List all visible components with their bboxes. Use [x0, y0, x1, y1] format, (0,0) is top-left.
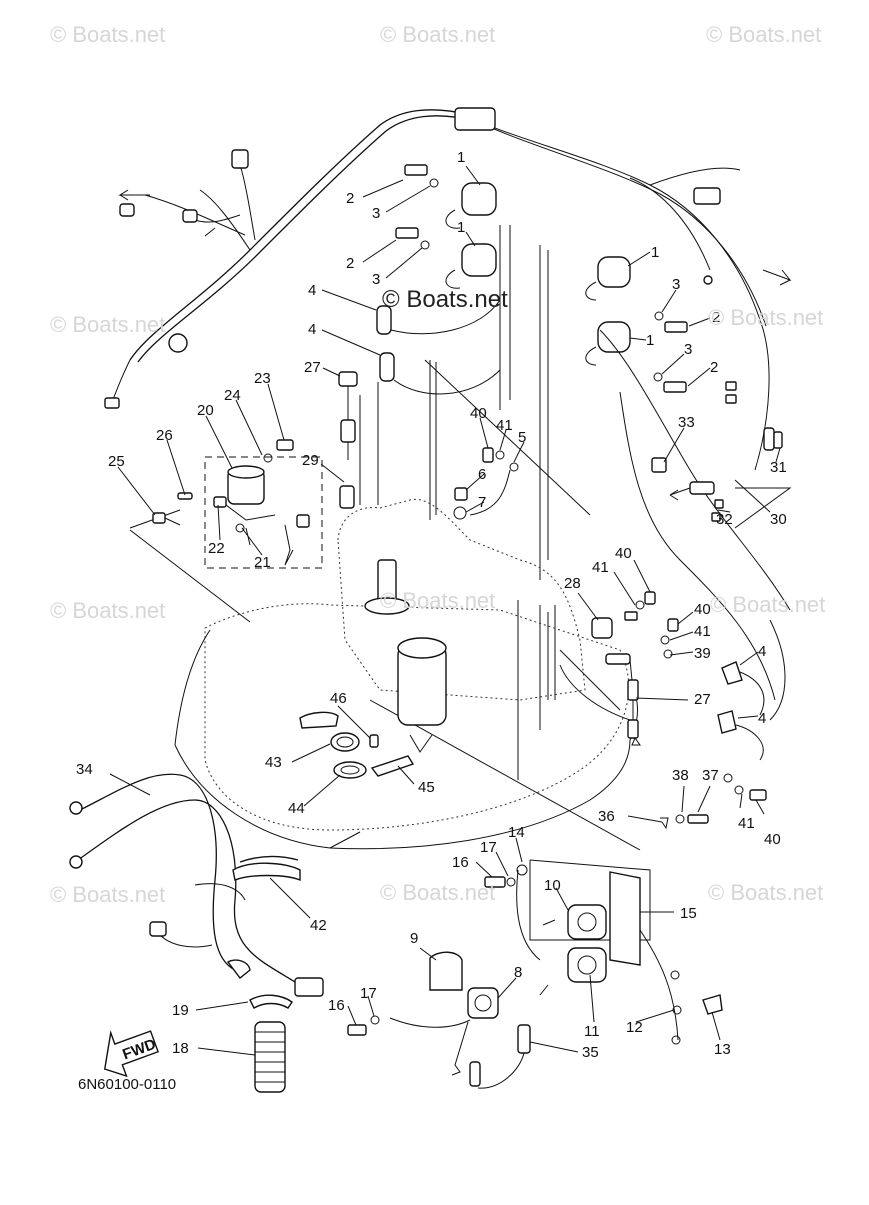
- watermark: © Boats.net: [380, 588, 496, 613]
- callout-2c: 2: [712, 309, 720, 326]
- callout-20: 20: [197, 402, 214, 419]
- callout-10: 10: [544, 877, 561, 894]
- relay-assembly: [152, 439, 310, 566]
- callout-16a: 16: [452, 854, 469, 871]
- callout-19: 19: [172, 1002, 189, 1019]
- callout-1c: 1: [651, 244, 659, 261]
- callout-40b: 40: [615, 545, 632, 562]
- callout-40d: 40: [764, 831, 781, 848]
- callout-11: 11: [584, 1023, 600, 1040]
- callout-30: 30: [770, 511, 787, 528]
- callout-4d: 4: [758, 710, 766, 727]
- callout-3d: 3: [684, 341, 692, 358]
- callout-46: 46: [330, 690, 347, 707]
- callout-4a: 4: [308, 282, 316, 299]
- leader-lines: [109, 165, 781, 1056]
- cable-27-lower: [559, 653, 641, 746]
- watermark: © Boats.net: [50, 882, 166, 907]
- callout-40a: 40: [470, 405, 487, 422]
- callout-26: 26: [156, 427, 173, 444]
- callout-43: 43: [265, 754, 282, 771]
- callout-28: 28: [564, 575, 581, 592]
- callout-2b: 2: [346, 255, 354, 272]
- callout-21: 21: [254, 554, 271, 571]
- callout-37: 37: [702, 767, 719, 784]
- diagram-code: 6N60100-0110: [78, 1076, 177, 1093]
- grommet-group: [299, 711, 415, 779]
- callout-42: 42: [310, 917, 327, 934]
- callout-33: 33: [678, 414, 695, 431]
- callout-38: 38: [672, 767, 689, 784]
- rectifier-relay-block: [347, 864, 723, 1089]
- callout-13: 13: [714, 1041, 731, 1058]
- watermark: © Boats.net: [50, 312, 166, 337]
- callout-1d: 1: [646, 332, 654, 349]
- callout-6: 6: [478, 466, 486, 483]
- callout-12: 12: [626, 1019, 643, 1036]
- spark-plug-caps: [376, 299, 765, 761]
- watermark: © Boats.net: [708, 305, 824, 330]
- ignition-coils: [395, 164, 688, 393]
- clamps-and-spring: [232, 855, 301, 1093]
- watermark: © Boats.net: [380, 880, 496, 905]
- callout-36: 36: [598, 808, 615, 825]
- main-wire-harness: [104, 107, 792, 471]
- callout-29: 29: [302, 452, 319, 469]
- watermark: © Boats.net: [710, 592, 826, 617]
- callout-3a: 3: [372, 205, 380, 222]
- callout-8: 8: [514, 964, 522, 981]
- callout-32: 32: [716, 511, 733, 528]
- callout-24: 24: [224, 387, 241, 404]
- callout-16b: 16: [328, 997, 345, 1014]
- callout-7: 7: [478, 494, 486, 511]
- watermark: © Boats.net: [380, 22, 496, 47]
- callout-39: 39: [694, 645, 711, 662]
- ground-lead-group: [453, 447, 519, 520]
- callout-41b: 41: [592, 559, 609, 576]
- callout-labels: 1 2 3 1 2 3 1 3 2 1 3 2 4 4 27 23 24 20 …: [76, 149, 787, 1061]
- callout-18: 18: [172, 1040, 189, 1057]
- callout-4c: 4: [758, 643, 766, 660]
- callout-15: 15: [680, 905, 697, 922]
- starter-motor: [364, 559, 447, 753]
- watermark: © Boats.net: [706, 22, 822, 47]
- callout-31: 31: [770, 459, 787, 476]
- callout-2a: 2: [346, 190, 354, 207]
- callout-3c: 3: [672, 276, 680, 293]
- cable-27-upper: [338, 371, 358, 509]
- callout-9: 9: [410, 930, 418, 947]
- lower-right-hardware: [660, 773, 767, 830]
- watermark-center: © Boats.net: [382, 286, 508, 313]
- callout-34: 34: [76, 761, 93, 778]
- callout-27b: 27: [694, 691, 711, 708]
- callout-41a: 41: [496, 417, 513, 434]
- callout-22: 22: [208, 540, 225, 557]
- callout-45: 45: [418, 779, 435, 796]
- right-harness: [591, 329, 792, 721]
- fwd-arrow: FWD: [103, 1030, 159, 1078]
- callout-14: 14: [508, 824, 525, 841]
- battery-cable-34: [69, 773, 324, 997]
- callout-3b: 3: [372, 271, 380, 288]
- callout-23: 23: [254, 370, 271, 387]
- callout-44: 44: [288, 800, 305, 817]
- callout-35: 35: [582, 1044, 599, 1061]
- callout-41d: 41: [738, 815, 755, 832]
- callout-17b: 17: [360, 985, 377, 1002]
- callout-2d: 2: [710, 359, 718, 376]
- watermark: © Boats.net: [50, 598, 166, 623]
- callout-17a: 17: [480, 839, 497, 856]
- callout-40c: 40: [694, 601, 711, 618]
- callout-25: 25: [108, 453, 125, 470]
- callout-27a: 27: [304, 359, 321, 376]
- callout-41c: 41: [694, 623, 711, 640]
- callout-1b: 1: [457, 219, 465, 236]
- callout-5: 5: [518, 429, 526, 446]
- watermark: © Boats.net: [708, 880, 824, 905]
- callout-4b: 4: [308, 321, 316, 338]
- watermark: © Boats.net: [50, 22, 166, 47]
- callout-1a: 1: [457, 149, 465, 166]
